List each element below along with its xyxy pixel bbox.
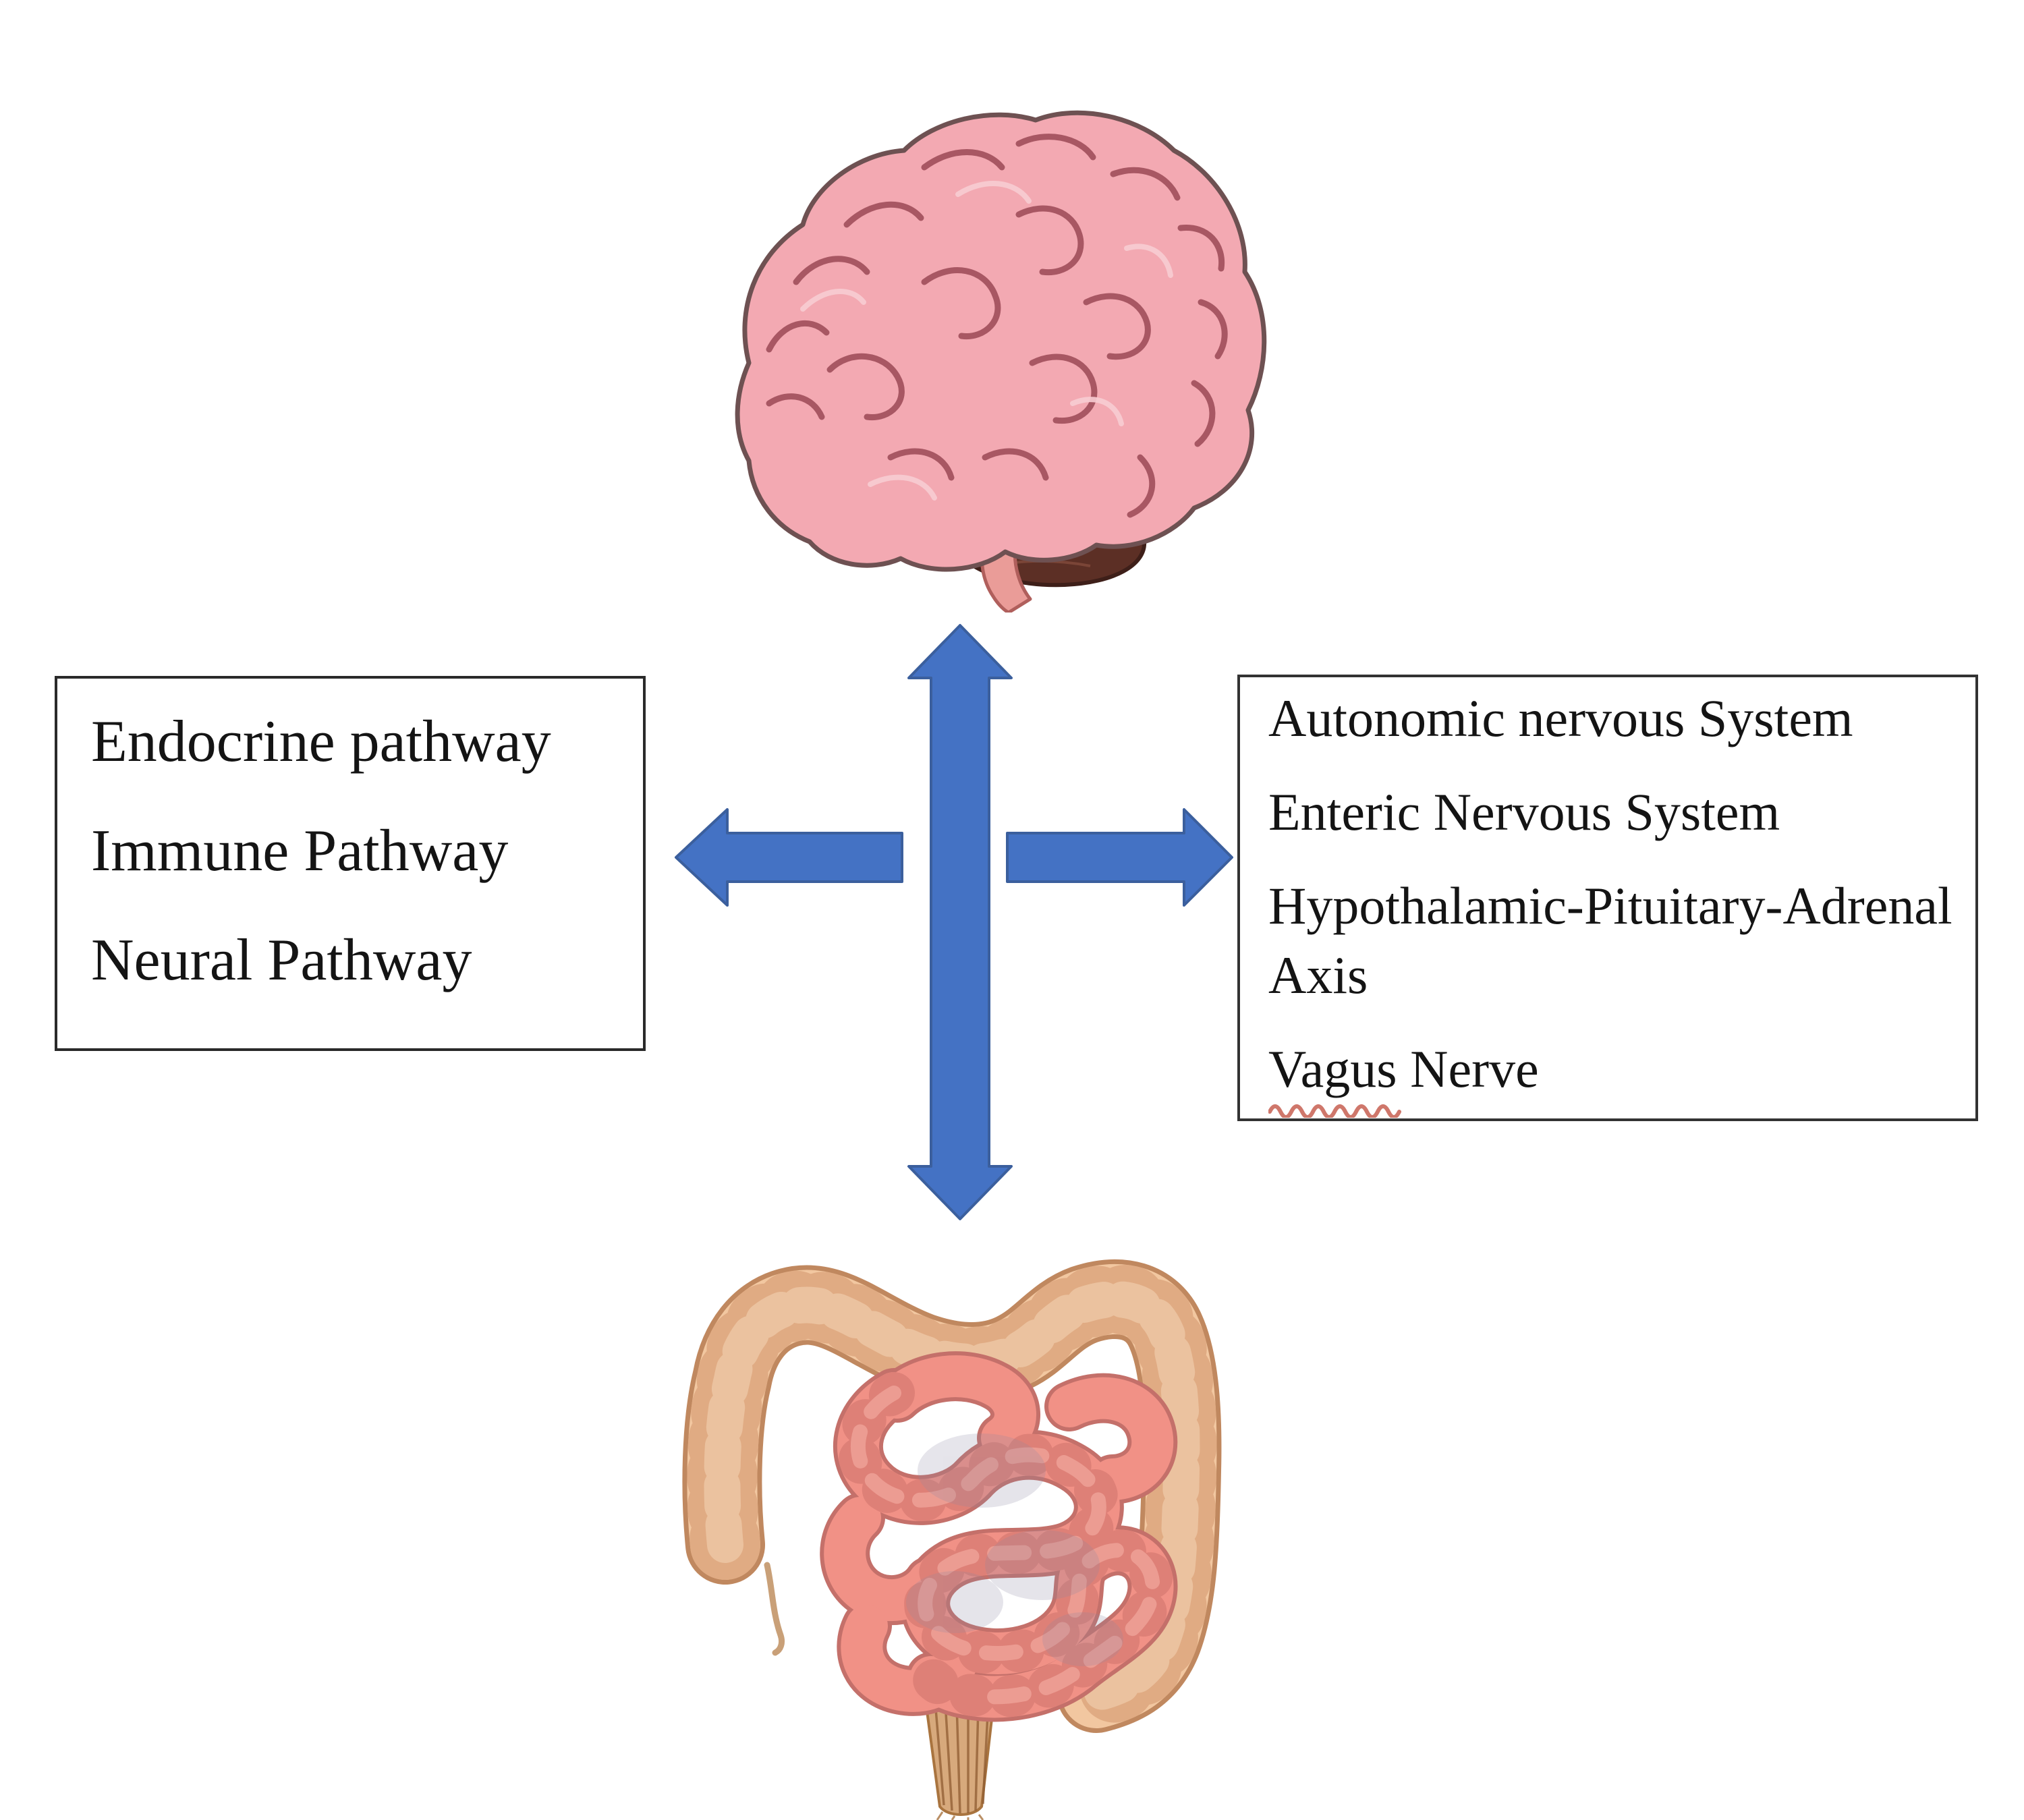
pathway-item: Neural Pathway [91, 928, 472, 993]
system-item: Enteric Nervous System [1268, 782, 1780, 841]
appendix-icon [764, 1562, 785, 1656]
nervous-systems-box: Autonomic nervous System Enteric Nervous… [1237, 675, 1978, 1121]
pathway-item: Endocrine pathway [91, 709, 551, 774]
small-intestine-icon [820, 1351, 1178, 1722]
cerebrum-icon [735, 110, 1267, 572]
system-item: Autonomic nervous System [1268, 689, 1853, 747]
misspelled-word: Vagus [1268, 1035, 1401, 1118]
system-item: Hypothalamic-Pituitary-Adrenal Axis [1268, 876, 1952, 1004]
left-arrow-icon [675, 808, 903, 907]
pathway-item: Immune Pathway [91, 818, 509, 884]
right-arrow-icon [1006, 808, 1233, 907]
pathways-box: Endocrine pathway Immune Pathway Neural … [55, 676, 646, 1051]
vagus-rest: Nerve [1397, 1039, 1539, 1098]
four-way-arrow-cross [675, 624, 1233, 1220]
brain-illustration [735, 110, 1267, 613]
bidirectional-vertical-arrow-icon [907, 624, 1013, 1220]
system-item-vagus: Vagus Nerve [1268, 1035, 1961, 1118]
intestines-illustration [682, 1259, 1222, 1820]
colon-icon [682, 1259, 1222, 1733]
spellcheck-squiggle-icon [1268, 1104, 1401, 1118]
